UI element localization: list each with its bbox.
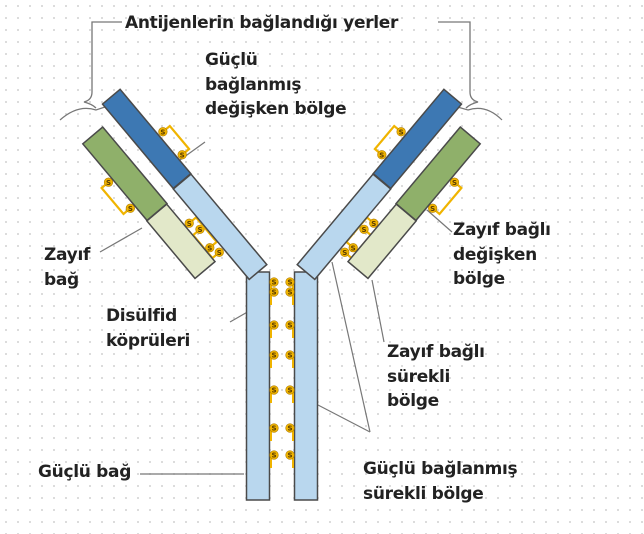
bridge-light-left-variable-start-symbol: S: [128, 205, 133, 213]
heavy-variable-line-1: Güçlü: [205, 48, 346, 73]
bridge-heavy-left-constant-end-symbol: S: [197, 226, 202, 234]
bridge-light-right-constant-start-symbol: S: [351, 244, 356, 252]
heavy-chain-left-stem: [247, 272, 270, 500]
leader-weak-bond: [100, 228, 142, 252]
central-bond-5-left-top-symbol: S: [271, 387, 276, 395]
bridge-heavy-left-variable-end-symbol: S: [160, 128, 165, 136]
light-constant-line-2: sürekli: [387, 365, 485, 390]
disulfide-line-2: köprüleri: [106, 329, 190, 354]
central-bond-6-left-top-symbol: S: [271, 425, 276, 433]
bridge-light-right-variable-end-symbol: S: [452, 179, 457, 187]
leader-light-constant: [372, 280, 384, 342]
antigen-brace-left-arm: [60, 106, 108, 120]
central-bond-3-left-top-symbol: S: [271, 322, 276, 330]
heavy-constant-region-label: Güçlü bağlanmış sürekli bölge: [363, 457, 517, 506]
light-variable-line-1: Zayıf bağlı: [453, 218, 551, 243]
strong-bond-text: Güçlü bağ: [38, 460, 131, 485]
bridge-heavy-right-variable-start-symbol: S: [379, 151, 384, 159]
heavy-variable-line-3: değişken bölge: [205, 97, 346, 122]
light-variable-line-2: değişken: [453, 243, 551, 268]
light-variable-region-label: Zayıf bağlı değişken bölge: [453, 218, 551, 292]
bridge-heavy-right-constant-end-symbol: S: [361, 226, 366, 234]
weak-bond-line-2: bağ: [44, 268, 90, 293]
bridge-heavy-right-variable-end-symbol: S: [399, 128, 404, 136]
bridge-light-left-constant-end-symbol: S: [187, 220, 192, 228]
disulfide-bridges-label: Disülfid köprüleri: [106, 304, 190, 353]
leader-heavy-constant-1: [318, 405, 370, 432]
light-constant-line-3: bölge: [387, 389, 485, 414]
weak-bond-line-1: Zayıf: [44, 243, 90, 268]
strong-bond-label: Güçlü bağ: [38, 460, 131, 485]
heavy-constant-line-1: Güçlü bağlanmış: [363, 457, 517, 482]
heavy-variable-line-2: bağlanmış: [205, 73, 346, 98]
light-variable-line-3: bölge: [453, 267, 551, 292]
bridge-light-right-variable-start-symbol: S: [430, 205, 435, 213]
central-bond-4-right-top-symbol: S: [287, 352, 292, 360]
central-bond-7-left-top-symbol: S: [271, 452, 276, 460]
leader-heavy-constant-2: [332, 262, 370, 432]
heavy-constant-line-2: sürekli bölge: [363, 482, 517, 507]
antigen-brace-right-arm: [454, 106, 502, 120]
heavy-chain-right-stem: [295, 272, 318, 500]
heavy-variable-region-label: Güçlü bağlanmış değişken bölge: [205, 48, 346, 122]
central-bond-2-left-top-symbol: S: [271, 289, 276, 297]
weak-bond-label: Zayıf bağ: [44, 243, 90, 292]
central-bond-4-left-top-symbol: S: [271, 352, 276, 360]
antigen-binding-sites-text: Antijenlerin bağlandığı yerler: [125, 11, 398, 36]
disulfide-line-1: Disülfid: [106, 304, 190, 329]
central-bond-1-left-top-symbol: S: [271, 279, 276, 287]
antibody-chains: [83, 89, 480, 500]
central-bond-6-right-top-symbol: S: [287, 425, 292, 433]
central-bond-1-right-top-symbol: S: [287, 279, 292, 287]
central-bond-3-right-top-symbol: S: [287, 322, 292, 330]
bridge-light-right-constant-end-symbol: S: [371, 220, 376, 228]
light-constant-region-label: Zayıf bağlı sürekli bölge: [387, 340, 485, 414]
bridge-heavy-right-constant-start-symbol: S: [342, 249, 347, 257]
bridge-heavy-left-variable-start-symbol: S: [180, 151, 185, 159]
central-bond-5-right-top-symbol: S: [287, 387, 292, 395]
bridge-light-left-variable-end-symbol: S: [106, 179, 111, 187]
light-constant-line-1: Zayıf bağlı: [387, 340, 485, 365]
central-bond-7-right-top-symbol: S: [287, 452, 292, 460]
bridge-heavy-left-constant-start-symbol: S: [217, 249, 222, 257]
central-bond-2-right-top-symbol: S: [287, 289, 292, 297]
antigen-binding-sites-label: Antijenlerin bağlandığı yerler: [125, 11, 398, 36]
bridge-light-left-constant-start-symbol: S: [207, 244, 212, 252]
